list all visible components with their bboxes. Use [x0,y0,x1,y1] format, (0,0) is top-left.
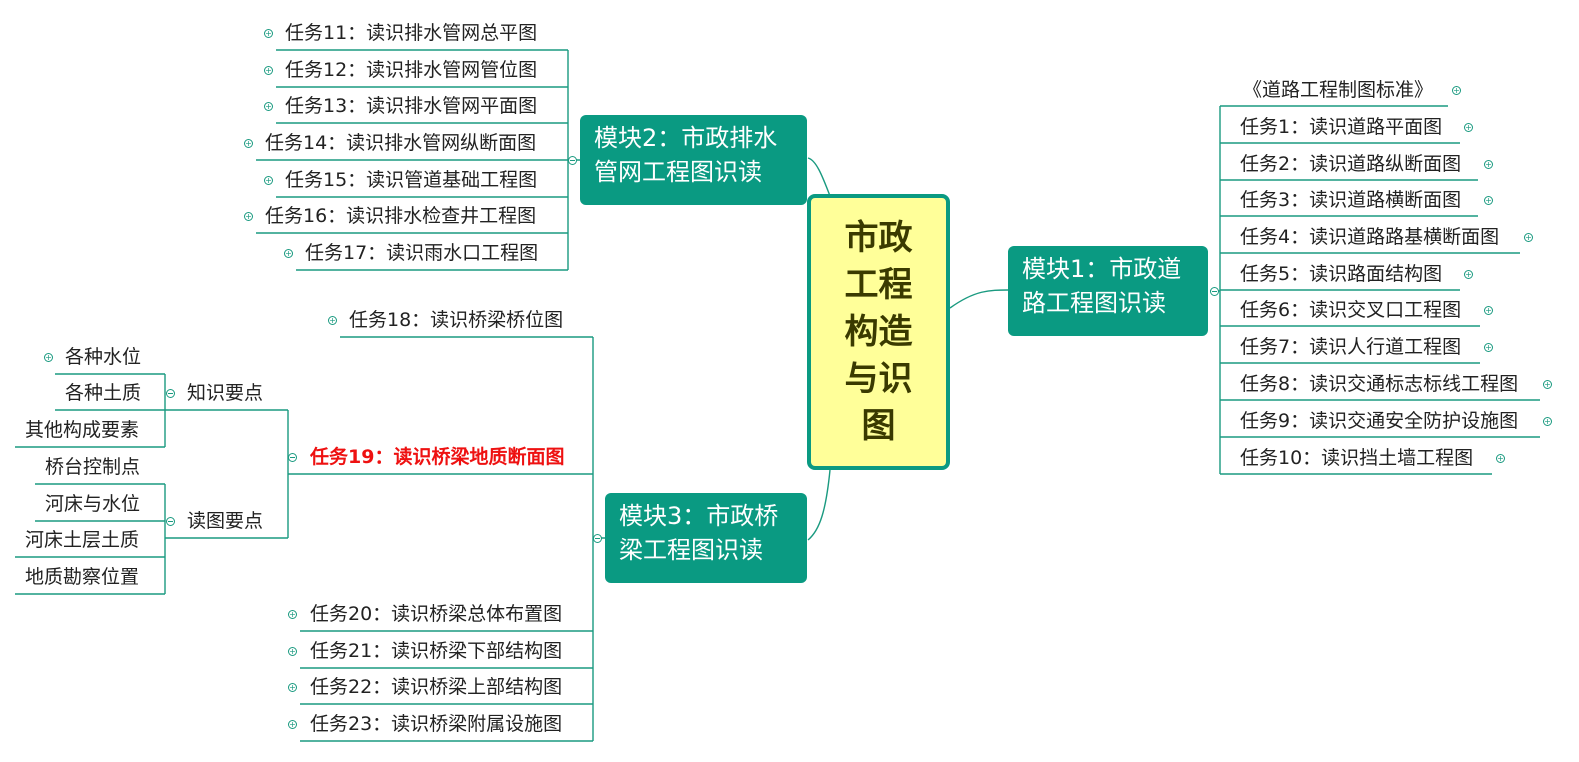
expand-m2-4-icon[interactable]: + [264,176,273,185]
expand-m2-2-icon[interactable]: + [264,102,273,111]
task19-knowledge[interactable]: 知识要点 [187,382,264,404]
expand-m1-2-icon[interactable]: + [1484,160,1493,169]
knowledge-item-1[interactable]: 各种土质 [65,382,142,404]
module3-item-1[interactable]: 任务21：读识桥梁下部结构图 [310,640,563,662]
expand-m3-3-icon[interactable]: + [288,720,297,729]
collapse-module2-icon[interactable] [568,156,577,165]
module2-item-3[interactable]: 任务14：读识排水管网纵断面图 [265,132,537,154]
expand-m1-4-icon[interactable]: + [1524,233,1533,242]
module1-item-8[interactable]: 任务8：读识交通标志标线工程图 [1240,373,1519,395]
module2-item-5[interactable]: 任务16：读识排水检查井工程图 [265,205,537,227]
expand-m2-0-icon[interactable]: + [264,29,273,38]
reading-item-2[interactable]: 河床土层土质 [25,529,140,551]
module2-item-4[interactable]: 任务15：读识管道基础工程图 [285,169,538,191]
module3-label: 模块3：市政桥梁工程图识读 [619,502,779,564]
collapse-reading-icon[interactable] [166,517,175,526]
collapse-task19-icon[interactable] [288,453,297,462]
module2-topic[interactable]: 模块2：市政排水管网工程图识读 [580,115,807,205]
link-center-module1 [949,289,1009,309]
expand-m1-10-icon[interactable]: + [1496,454,1505,463]
expand-m2-6-icon[interactable]: + [284,249,293,258]
expand-m1-8-icon[interactable]: + [1543,380,1552,389]
module3-item-0[interactable]: 任务20：读识桥梁总体布置图 [310,603,563,625]
expand-m1-5-icon[interactable]: + [1464,270,1473,279]
module1-item-5[interactable]: 任务5：读识路面结构图 [1240,263,1443,285]
link-center-module2 [807,157,831,197]
expand-m1-7-icon[interactable]: + [1484,343,1493,352]
expand-task18-icon[interactable]: + [328,316,337,325]
expand-m2-5-icon[interactable]: + [244,212,253,221]
module1-topic[interactable]: 模块1：市政道路工程图识读 [1008,246,1208,336]
module3-task18[interactable]: 任务18：读识桥梁桥位图 [349,309,564,331]
module1-item-7[interactable]: 任务7：读识人行道工程图 [1240,336,1462,358]
reading-item-3[interactable]: 地质勘察位置 [25,566,140,588]
expand-m1-0-icon[interactable]: + [1452,86,1461,95]
module2-item-2[interactable]: 任务13：读识排水管网平面图 [285,95,538,117]
module1-item-10[interactable]: 任务10：读识挡土墙工程图 [1240,447,1474,469]
module1-item-0[interactable]: 《道路工程制图标准》 [1243,79,1434,101]
collapse-knowledge-icon[interactable] [166,389,175,398]
collapse-module1-icon[interactable] [1210,287,1219,296]
center-topic-label: 市政工程构造与识图 [844,217,913,446]
module1-item-6[interactable]: 任务6：读识交叉口工程图 [1240,299,1462,321]
module3-item-3[interactable]: 任务23：读识桥梁附属设施图 [310,713,563,735]
expand-m2-1-icon[interactable]: + [264,66,273,75]
module2-item-1[interactable]: 任务12：读识排水管网管位图 [285,59,538,81]
knowledge-item-0[interactable]: 各种水位 [65,346,142,368]
expand-m2-3-icon[interactable]: + [244,139,253,148]
module1-item-4[interactable]: 任务4：读识道路路基横断面图 [1240,226,1500,248]
expand-m3-2-icon[interactable]: + [288,683,297,692]
module2-item-0[interactable]: 任务11：读识排水管网总平图 [285,22,538,44]
module2-label: 模块2：市政排水管网工程图识读 [594,124,778,186]
expand-m1-6-icon[interactable]: + [1484,306,1493,315]
module3-item-2[interactable]: 任务22：读识桥梁上部结构图 [310,676,563,698]
reading-item-0[interactable]: 桥台控制点 [45,456,141,478]
module1-item-2[interactable]: 任务2：读识道路纵断面图 [1240,153,1462,175]
collapse-module3-icon[interactable] [593,534,602,543]
module1-label: 模块1：市政道路工程图识读 [1022,255,1182,317]
center-topic[interactable]: 市政工程构造与识图 [807,194,950,470]
expand-m1-1-icon[interactable]: + [1464,123,1473,132]
expand-k-0-icon[interactable]: + [44,353,53,362]
module3-topic[interactable]: 模块3：市政桥梁工程图识读 [605,493,807,583]
expand-m1-3-icon[interactable]: + [1484,196,1493,205]
module3-task19[interactable]: 任务19：读识桥梁地质断面图 [310,446,565,468]
expand-m3-1-icon[interactable]: + [288,647,297,656]
module1-item-1[interactable]: 任务1：读识道路平面图 [1240,116,1443,138]
expand-m3-0-icon[interactable]: + [288,610,297,619]
expand-m1-9-icon[interactable]: + [1543,417,1552,426]
module1-item-3[interactable]: 任务3：读识道路横断面图 [1240,189,1462,211]
link-center-module3 [807,469,831,541]
knowledge-item-2[interactable]: 其他构成要素 [25,419,140,441]
module1-item-9[interactable]: 任务9：读识交通安全防护设施图 [1240,410,1519,432]
reading-item-1[interactable]: 河床与水位 [45,493,141,515]
module2-item-6[interactable]: 任务17：读识雨水口工程图 [305,242,539,264]
task19-reading[interactable]: 读图要点 [187,510,264,532]
